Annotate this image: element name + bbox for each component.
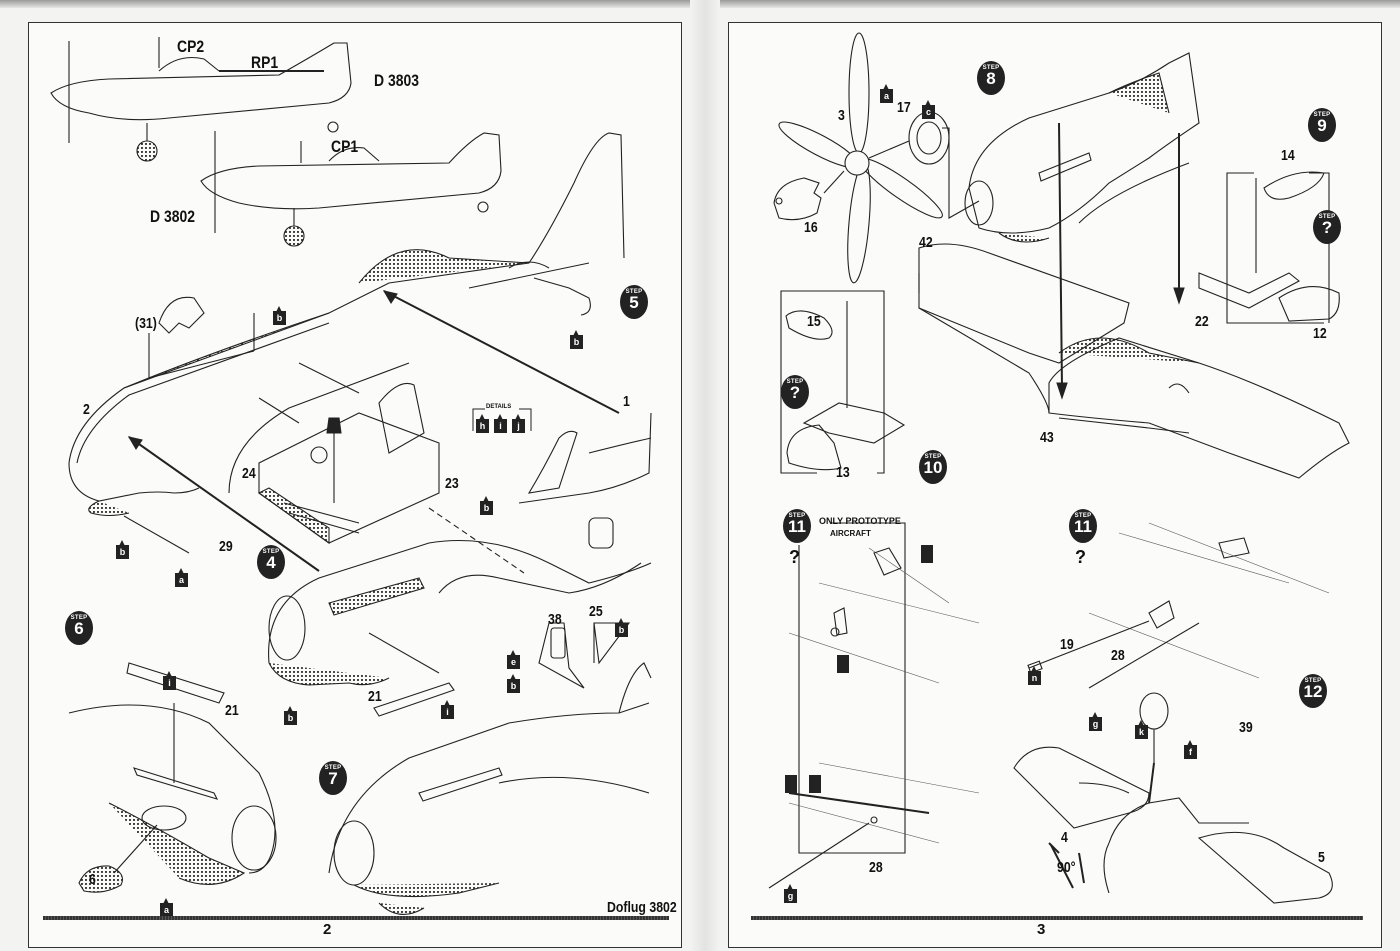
paint-code-drop: a xyxy=(160,898,173,917)
step-unknown-badge: STEP? xyxy=(781,375,809,409)
part-42-label: 42 xyxy=(919,234,933,251)
part-6-label: 6 xyxy=(89,871,96,888)
part-31-label: (31) xyxy=(135,315,157,332)
wheel-cover-box-step9 xyxy=(1198,171,1340,324)
paint-code-drop: b xyxy=(480,496,493,515)
details-paint-box: DETAILS h i j xyxy=(471,403,533,435)
part-2-label: 2 xyxy=(83,401,90,418)
page-fold xyxy=(690,0,720,951)
part-43-label: 43 xyxy=(1040,429,1054,446)
paint-code-drop: b xyxy=(507,674,520,693)
paint-code-drop: a xyxy=(880,84,893,103)
part-28-label: 28 xyxy=(869,859,883,876)
only-prototype-note: ONLY PROTOTYPE xyxy=(819,516,901,526)
wheel-cover-box-step10 xyxy=(780,290,906,474)
profile-d3803-illustration xyxy=(50,37,352,162)
footer-rule xyxy=(751,916,1363,920)
details-label: DETAILS xyxy=(486,404,512,410)
part-25-label: 25 xyxy=(589,603,603,620)
tailplane-illustration-step12 xyxy=(1013,692,1333,904)
wing-assembly-illustration xyxy=(918,122,1350,479)
paint-code-drop: k xyxy=(1135,720,1148,739)
part-3-label: 3 xyxy=(838,107,845,124)
part-1-label: 1 xyxy=(623,393,630,410)
part-13-label: 13 xyxy=(836,464,850,481)
page-3-line-art xyxy=(768,32,1350,904)
paint-code-drop: i xyxy=(441,700,454,719)
decal-marker xyxy=(837,655,849,673)
label-cp1: CP1 xyxy=(331,137,359,156)
part-28-label: 28 xyxy=(1111,647,1125,664)
fuselage-half-illustration xyxy=(68,132,652,915)
paint-code-drop: e xyxy=(507,650,520,669)
part-4-label: 4 xyxy=(1061,829,1068,846)
profile-d3802-illustration xyxy=(200,131,502,247)
paint-code-drop: b xyxy=(284,706,297,725)
propeller-illustration xyxy=(773,32,980,284)
part-12-label: 12 xyxy=(1313,325,1327,342)
page-number: 3 xyxy=(1037,921,1046,938)
label-d3802: D 3802 xyxy=(150,207,195,226)
decal-marker xyxy=(809,775,821,793)
aircraft-note: AIRCRAFT xyxy=(830,529,871,538)
step-unknown-badge: STEP? xyxy=(1313,210,1341,244)
part-39-label: 39 xyxy=(1239,719,1253,736)
pitot-illustration-step11 xyxy=(1027,522,1330,689)
question-mark: ? xyxy=(1075,547,1086,567)
part-21-label-step6: 21 xyxy=(225,702,239,719)
paint-code-drop: a xyxy=(175,568,188,587)
paint-code-drop: n xyxy=(1028,666,1041,685)
part-15-label: 15 xyxy=(807,313,821,330)
part-38-label: 38 xyxy=(548,611,562,628)
page-number: 2 xyxy=(323,921,332,938)
question-mark: ? xyxy=(789,547,800,567)
label-d3803: D 3803 xyxy=(374,71,419,90)
paint-code-drop: b xyxy=(116,540,129,559)
paint-code-drop: f xyxy=(1184,740,1197,759)
paint-code-drop: c xyxy=(922,100,935,119)
paint-code-drop: i xyxy=(163,671,176,690)
paint-code-drop: b xyxy=(615,618,628,637)
part-21-label-step7: 21 xyxy=(368,688,382,705)
part-5-label: 5 xyxy=(1318,849,1325,866)
label-rp1: RP1 xyxy=(251,53,279,72)
paint-code-drop: j xyxy=(512,414,525,433)
instruction-page-2: CP2 RP1 D 3803 CP1 D 3802 (31) 2 1 24 23… xyxy=(28,22,682,948)
page-2-line-art xyxy=(50,37,652,915)
decal-marker xyxy=(921,545,933,563)
part-14-label: 14 xyxy=(1281,147,1295,164)
part-17-label: 17 xyxy=(897,99,911,116)
paint-code-drop: g xyxy=(1089,712,1102,731)
part-29-label: 29 xyxy=(219,538,233,555)
part-24-label: 24 xyxy=(242,465,256,482)
part-22-label: 22 xyxy=(1195,313,1209,330)
pitot-box-step11-prototype xyxy=(768,522,980,889)
paint-code-drop: h xyxy=(476,414,489,433)
paint-code-drop: i xyxy=(494,414,507,433)
decal-marker xyxy=(785,775,797,793)
fuselage-forward-illustration xyxy=(964,52,1200,243)
paint-code-drop: b xyxy=(273,306,286,325)
angle-90-label: 90° xyxy=(1057,859,1076,876)
paint-code-drop: g xyxy=(784,884,797,903)
part-23-label: 23 xyxy=(445,475,459,492)
footer-rule xyxy=(43,916,669,920)
part-16-label: 16 xyxy=(804,219,818,236)
footer-kit-title: Doflug 3802 xyxy=(607,899,677,916)
label-cp2: CP2 xyxy=(177,37,205,56)
paint-code-drop: b xyxy=(570,330,583,349)
part-19-label: 19 xyxy=(1060,636,1074,653)
